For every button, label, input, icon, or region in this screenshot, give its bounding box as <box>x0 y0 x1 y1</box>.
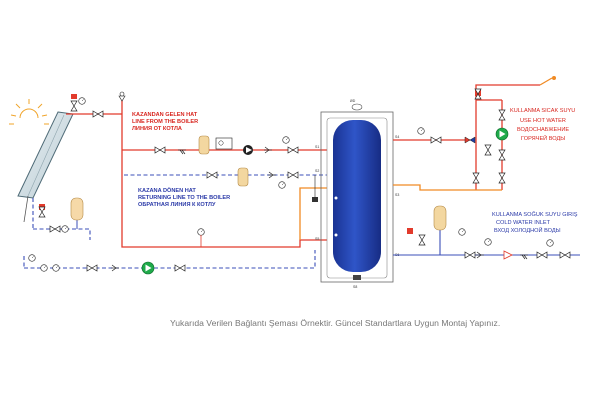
hot-water-line <box>393 76 556 190</box>
hot-water-label-tr: KULLANMA SICAK SUYU <box>510 108 575 114</box>
hot-water-label-en: USE HOT WATER <box>520 118 566 124</box>
svg-text:S4: S4 <box>395 135 399 139</box>
tank-left-connections <box>312 175 318 202</box>
boiler-supply-label-ru: ЛИНИЯ ОТ КОТЛА <box>132 126 182 132</box>
solar-expansion-vessel <box>38 197 84 233</box>
boiler-supply-line <box>122 135 330 155</box>
svg-text:S8: S8 <box>353 285 357 289</box>
solar-flow-pipe <box>130 228 330 248</box>
cold-water-line <box>393 205 580 260</box>
hot-water-label-ru1: ВОДОСНАБЖЕНИЕ <box>517 127 569 133</box>
recirculation-line <box>393 184 502 191</box>
hot-water-label-ru2: ГОРЯЧЕЙ ВОДЫ <box>521 134 565 142</box>
boiler-return-label: KAZANA DÖNEN HAT RETURNING LINE TO THE B… <box>138 187 230 208</box>
hot-water-label: KULLANMA SICAK SUYU USE HOT WATER ВОДОСН… <box>510 108 575 142</box>
sun-icon <box>9 99 49 125</box>
boiler-supply-label-en: LINE FROM THE BOILER <box>132 119 198 125</box>
boiler-supply-label: KAZANDAN GELEN HAT LINE FROM THE BOILER … <box>132 112 198 132</box>
cold-water-label-ru: ВХОД ХОЛОДНОЙ ВОДЫ <box>494 226 561 234</box>
cold-water-label-en: COLD WATER INLET <box>496 220 551 226</box>
solar-top-fittings <box>70 91 126 118</box>
diagram-caption: Yukarıda Verilen Bağlantı Şeması Örnekti… <box>170 318 501 328</box>
cold-water-label: KULLANMA SOĞUK SUYU GIRIŞ COLD WATER INL… <box>492 211 578 234</box>
svg-text:S5: S5 <box>315 237 319 241</box>
solar-to-tank-line <box>299 187 330 240</box>
hot-water-tank: ØD S1 S2 S4 S3 S5 S6 S8 <box>315 99 399 289</box>
boiler-supply-label-tr: KAZANDAN GELEN HAT <box>132 112 198 118</box>
svg-text:S2: S2 <box>315 169 319 173</box>
boiler-return-label-ru: ОБРАТНАЯ ЛИНИЯ К КОТЛУ <box>138 202 216 208</box>
svg-text:S3: S3 <box>395 193 399 197</box>
boiler-return-label-en: RETURNING LINE TO THE BOILER <box>138 195 230 201</box>
solar-collector <box>17 111 74 223</box>
svg-text:S1: S1 <box>315 145 319 149</box>
boiler-return-label-tr: KAZANA DÖNEN HAT <box>138 187 196 194</box>
solar-pump-group <box>28 254 186 275</box>
cold-water-label-tr: KULLANMA SOĞUK SUYU GIRIŞ <box>492 211 578 218</box>
svg-text:ØD: ØD <box>350 99 356 103</box>
boiler-return-line <box>124 167 330 189</box>
